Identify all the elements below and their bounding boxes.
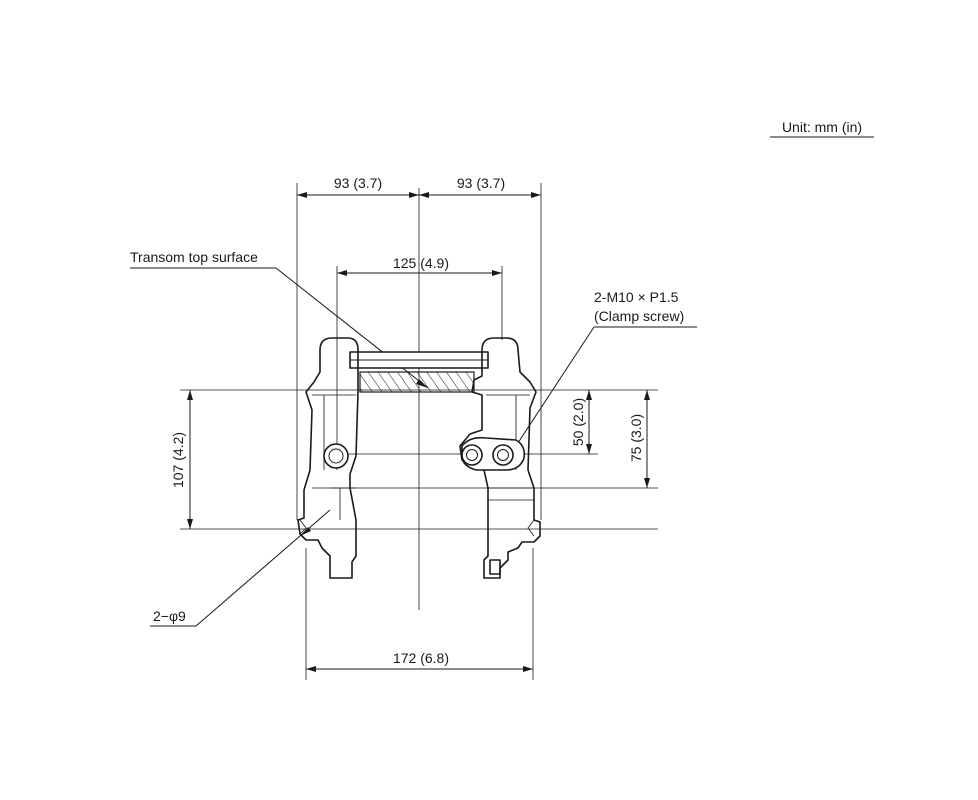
dimension-top-left-text: 93 (3.7) <box>334 175 382 191</box>
unit-label-text: Unit: mm (in) <box>782 119 862 135</box>
unit-label: Unit: mm (in) <box>770 119 874 138</box>
callout-clamp-screw-line2: (Clamp screw) <box>594 308 684 324</box>
transom-section <box>359 371 475 393</box>
clamp-screw-right <box>492 444 514 466</box>
callout-hole-text: 2−φ9 <box>153 608 186 624</box>
callout-clamp-screw-line1: 2-M10 × P1.5 <box>594 289 679 305</box>
callout-hole: 2−φ9 <box>150 509 331 627</box>
dimension-clamp-spacing-text: 125 (4.9) <box>393 255 449 271</box>
dimension-bottom-width: 172 (6.8) <box>305 548 534 680</box>
callout-clamp-screw: 2-M10 × P1.5 (Clamp screw) <box>511 289 697 453</box>
dimension-right-short-text: 50 (2.0) <box>570 398 586 446</box>
left-pivot-boss <box>323 443 349 469</box>
left-bracket <box>297 337 359 579</box>
dimension-right-long-text: 75 (3.0) <box>628 414 644 462</box>
dimension-bottom-width-text: 172 (6.8) <box>393 650 449 666</box>
dimension-top-right-text: 93 (3.7) <box>457 175 505 191</box>
dimension-left-height-text: 107 (4.2) <box>170 432 186 488</box>
dimension-left-height: 107 (4.2) <box>170 390 193 529</box>
right-foot-tab <box>489 559 501 575</box>
callout-transom-text: Transom top surface <box>130 249 258 265</box>
bracket-body <box>297 337 541 579</box>
dimension-top-width: 93 (3.7) 93 (3.7) <box>296 175 542 520</box>
clamp-screw-left <box>461 444 483 466</box>
dimension-clamp-spacing: 125 (4.9) <box>336 255 503 470</box>
dimension-right-heights: 50 (2.0) 75 (3.0) <box>570 390 650 488</box>
